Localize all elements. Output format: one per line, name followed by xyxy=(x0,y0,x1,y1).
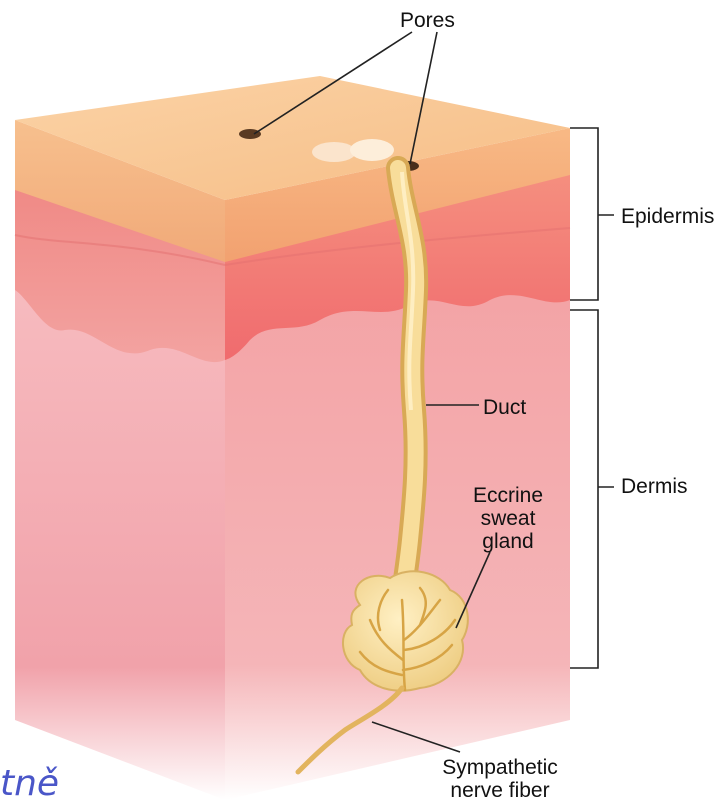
pores-label: Pores xyxy=(400,9,455,32)
dermis-bracket xyxy=(570,310,614,668)
eccrine-sweat-gland-label: Eccrine sweat gland xyxy=(462,484,554,553)
pore-left xyxy=(239,129,261,139)
nerve-label-line: Sympathetic xyxy=(420,756,580,779)
dermis-label: Dermis xyxy=(621,475,688,498)
nerve-label-line: nerve fiber xyxy=(420,779,580,802)
gland-label-line: sweat xyxy=(462,507,554,530)
epidermis-label: Epidermis xyxy=(621,205,714,228)
sympathetic-nerve-fiber-label: Sympathetic nerve fiber xyxy=(420,756,580,802)
gland-label-line: gland xyxy=(462,530,554,553)
epidermis-bracket xyxy=(570,128,614,300)
duct-label: Duct xyxy=(483,396,526,419)
slide-text-fragment: tně xyxy=(0,762,59,806)
sweat-gland xyxy=(343,571,468,690)
gland-label-line: Eccrine xyxy=(462,484,554,507)
